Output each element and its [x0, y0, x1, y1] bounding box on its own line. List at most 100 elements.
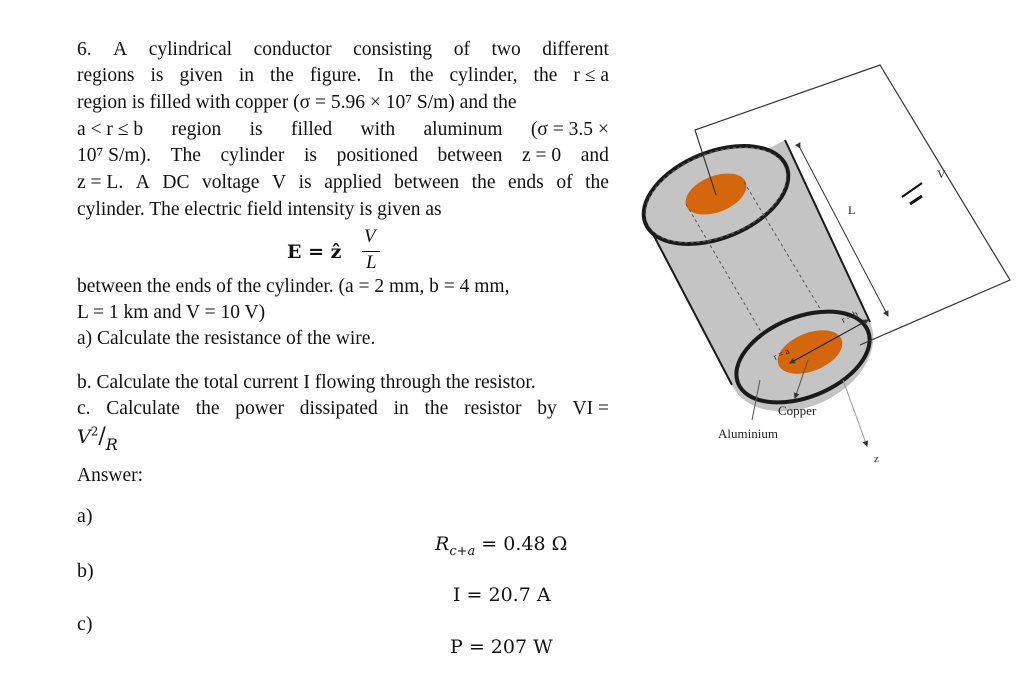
cylinder-left-edge	[642, 214, 733, 386]
length-arrow	[795, 142, 889, 317]
word: is	[298, 172, 312, 193]
word: region	[171, 119, 222, 140]
frac-base: V	[77, 426, 91, 448]
word: filled	[290, 119, 333, 140]
formula-lhs: E = ẑ	[287, 241, 342, 263]
word: in	[393, 398, 409, 419]
word: resistor	[464, 398, 522, 419]
answer-b-label: b)	[77, 560, 94, 582]
word: by	[537, 398, 557, 419]
answer-heading: Answer:	[77, 465, 144, 486]
word: 10⁷ S/m).	[77, 145, 151, 166]
part-a-question: a) Calculate the resistance of the wire.	[77, 328, 376, 349]
word: 6.	[77, 39, 92, 60]
field-formula: E = ẑ	[287, 241, 341, 263]
word: In	[377, 65, 394, 86]
answer-a-rest: = 0.48 Ω	[475, 533, 568, 555]
frac-slash: /	[98, 424, 106, 449]
formula-numerator: V	[364, 226, 376, 247]
word: c.	[77, 398, 91, 419]
answer-a-label: a)	[77, 505, 93, 527]
word: the	[270, 65, 294, 86]
word: applied	[324, 172, 382, 193]
battery-plate-long	[901, 182, 923, 198]
word: the	[409, 65, 434, 86]
problem-line-5: 10⁷ S/m). The cylinder is positioned between z…	[77, 143, 609, 170]
word: voltage	[202, 172, 260, 193]
word: DC	[162, 172, 190, 193]
problem-line-9: L = 1 km and V = 10 V)	[77, 302, 266, 323]
answer-c-label: c)	[77, 613, 93, 635]
problem-line-3: region is filled with copper (σ = 5.96 ×…	[77, 90, 517, 117]
aluminium-pointer	[751, 379, 761, 421]
word: the	[533, 65, 558, 86]
word: ends	[508, 172, 544, 193]
radius-b-arrow	[809, 319, 869, 353]
word: different	[542, 39, 609, 60]
word: of	[453, 39, 470, 60]
word: cylinder	[220, 145, 285, 166]
word: z = L.	[77, 172, 124, 193]
part-b-question: b. Calculate the total current I flowing…	[77, 372, 536, 393]
word: A	[135, 172, 150, 193]
word: two	[491, 39, 521, 60]
word: The	[170, 145, 201, 166]
word: cylinder,	[449, 65, 518, 86]
word: regions	[77, 65, 135, 86]
problem-line-7: cylinder. The electric field intensity i…	[77, 197, 442, 224]
answer-a-var: R	[435, 533, 450, 555]
answer-a-value: Rc+a = 0.48 Ω	[435, 533, 567, 559]
word: A	[113, 39, 128, 60]
word: z = 0	[522, 145, 562, 166]
word: figure.	[309, 65, 362, 86]
answer-b-value: I = 20.7 A	[453, 584, 551, 606]
word: region is filled with copper (σ = 5.96 ×…	[77, 92, 517, 113]
word: is	[303, 145, 317, 166]
word: r ≤ a	[573, 65, 609, 86]
word: VI =	[572, 398, 609, 419]
label-z: z	[874, 453, 879, 465]
word: dissipated	[299, 398, 378, 419]
word: positioned	[336, 145, 418, 166]
formula-denominator: L	[366, 252, 377, 273]
word: Calculate	[106, 398, 180, 419]
answer-a-sub: c+a	[449, 543, 476, 559]
battery-plate-short	[909, 194, 923, 206]
word: the	[471, 172, 496, 193]
word: aluminum	[423, 119, 503, 140]
word: in	[238, 65, 255, 86]
word: a < r ≤ b	[77, 119, 144, 140]
word: cylinder. The electric field intensity i…	[77, 199, 442, 220]
word: cylindrical	[148, 39, 233, 60]
word: between	[394, 172, 460, 193]
label-V: V	[937, 167, 946, 181]
problem-line-4: a < r ≤ b region is filled with aluminum (σ = …	[77, 117, 609, 144]
word: the	[424, 398, 449, 419]
word: the	[585, 172, 609, 193]
word: with	[360, 119, 396, 140]
part-c-fraction: V2/R	[77, 424, 118, 454]
word: is	[150, 65, 164, 86]
copper-dashed-line-2	[743, 181, 841, 343]
label-aluminium: Aluminium	[718, 426, 778, 441]
word: and	[580, 145, 609, 166]
word: power	[235, 398, 285, 419]
word: the	[195, 398, 220, 419]
word: consisting	[353, 39, 433, 60]
frac-exp: 2	[90, 424, 99, 439]
word: conductor	[253, 39, 332, 60]
copper-pointer	[793, 359, 809, 399]
word: (σ = 3.5 ×	[530, 119, 609, 140]
word: of	[556, 172, 573, 193]
word: between	[437, 145, 503, 166]
word: given	[179, 65, 223, 86]
word: is	[249, 119, 263, 140]
problem-line-8: between the ends of the cylinder. (a = 2…	[77, 276, 510, 297]
frac-den: R	[105, 434, 118, 454]
radius-a-arrow	[789, 351, 811, 364]
